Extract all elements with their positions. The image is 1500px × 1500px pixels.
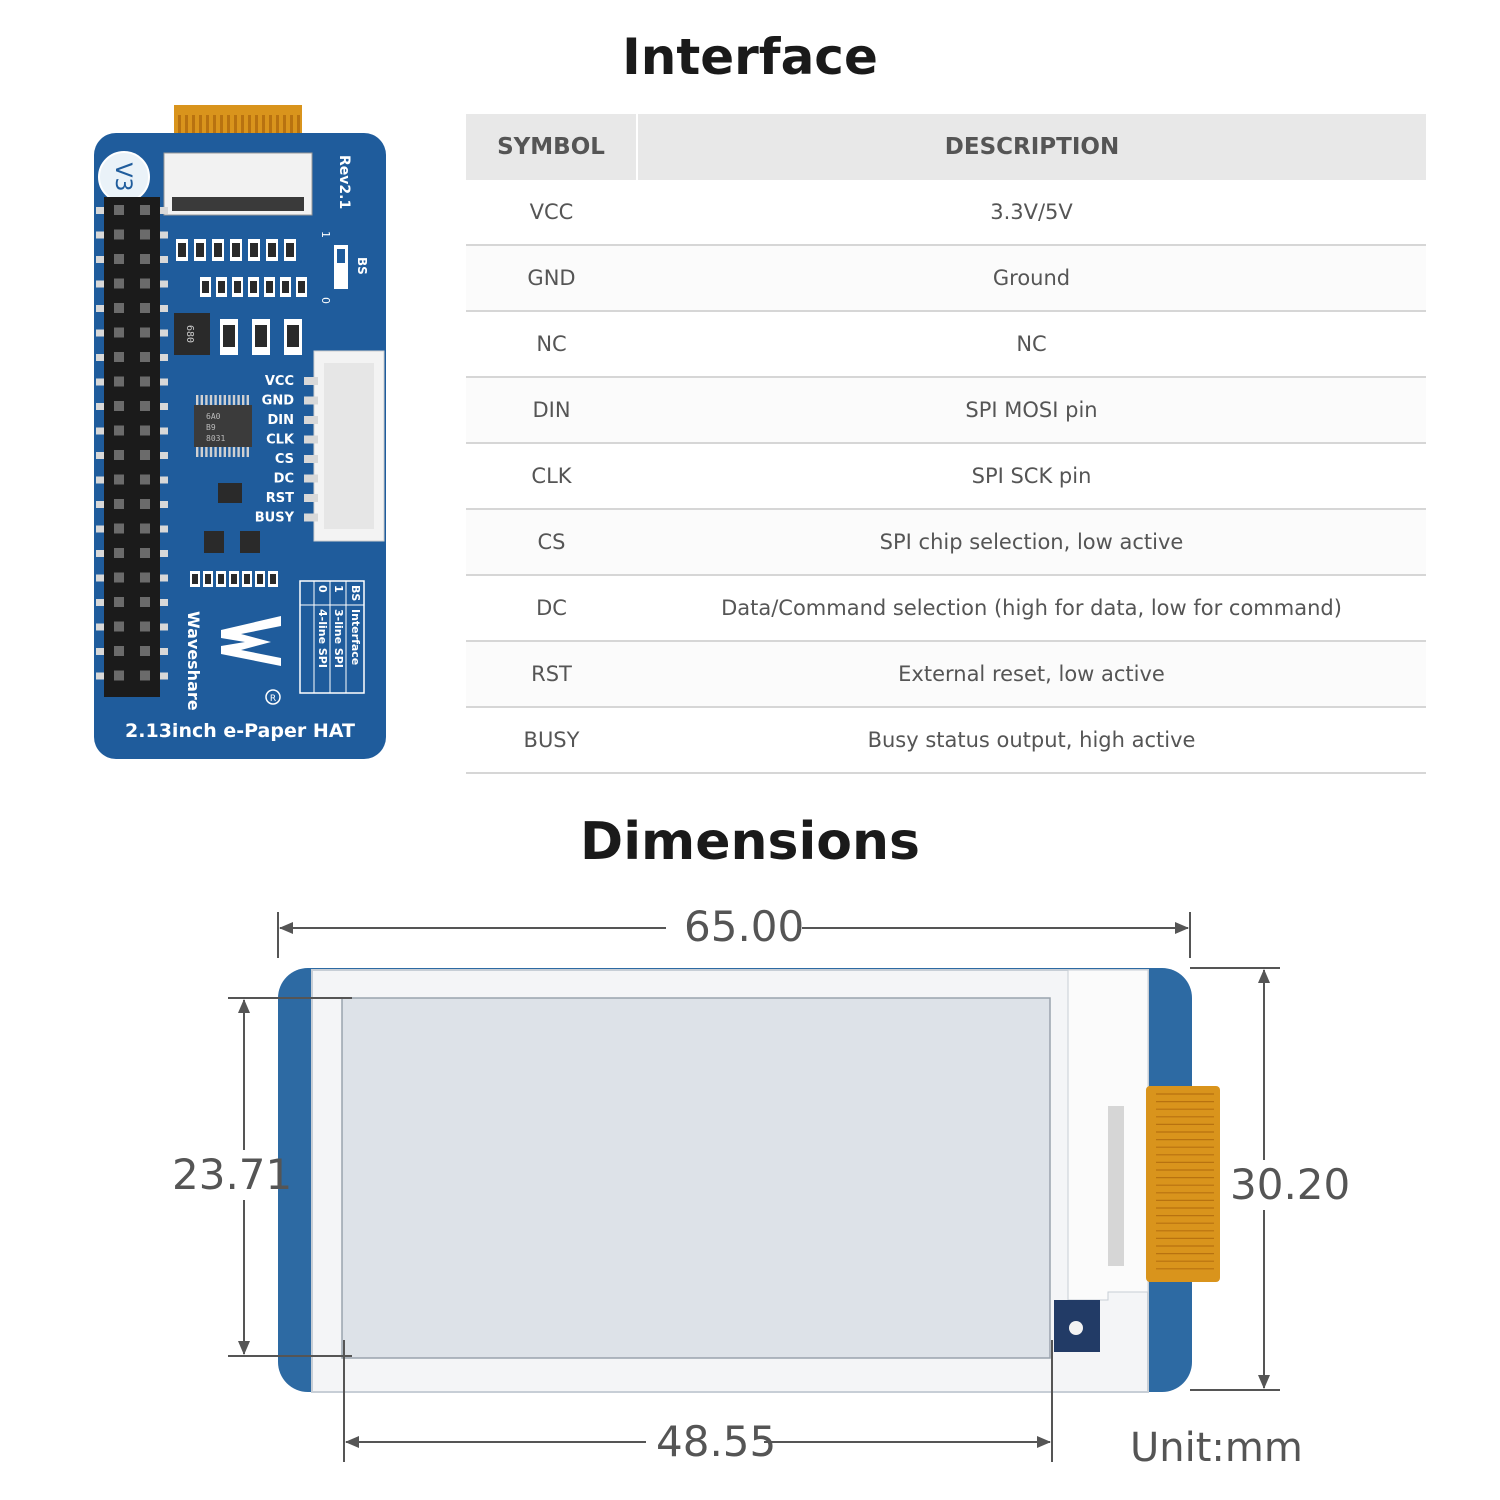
svg-text:B9: B9 bbox=[206, 423, 216, 432]
symbol-cell: BUSY bbox=[466, 707, 637, 774]
epaper-hat-board: V3 Rev2.1 BS 1 0 680 6A0 B9 8031 VCC GND D… bbox=[94, 105, 386, 759]
svg-text:R: R bbox=[270, 694, 276, 704]
driver-ic bbox=[194, 405, 252, 447]
pin-label: DC bbox=[274, 472, 294, 487]
active-area bbox=[341, 997, 1051, 1359]
pin-label: DIN bbox=[267, 413, 294, 428]
svg-text:BS: BS bbox=[355, 257, 369, 275]
symbol-cell: RST bbox=[466, 641, 637, 708]
svg-text:3-line SPI: 3-line SPI bbox=[332, 609, 345, 668]
symbol-cell: CLK bbox=[466, 443, 637, 510]
description-cell: NC bbox=[637, 311, 1426, 378]
gpio-header bbox=[104, 197, 160, 697]
active-height-dimension: 23.71 bbox=[172, 1150, 293, 1199]
height-dimension: 30.20 bbox=[1230, 1160, 1351, 1209]
svg-text:6A0: 6A0 bbox=[206, 412, 221, 421]
symbol-cell: NC bbox=[466, 311, 637, 378]
pin-label: VCC bbox=[265, 374, 294, 389]
fpc-cable bbox=[1146, 1086, 1220, 1282]
symbol-cell: DIN bbox=[466, 377, 637, 444]
dimension-drawing: 65.00 23.71 30.20 48.55 Unit:mm bbox=[0, 880, 1500, 1500]
svg-text:BS: BS bbox=[349, 585, 362, 601]
width-dimension: 65.00 bbox=[684, 902, 805, 951]
description-cell: Ground bbox=[637, 245, 1426, 312]
waveshare-logo bbox=[221, 616, 281, 666]
active-width-dimension: 48.55 bbox=[656, 1417, 777, 1466]
svg-text:Waveshare: Waveshare bbox=[184, 611, 203, 711]
pin-label: RST bbox=[266, 491, 294, 506]
description-header: DESCRIPTION bbox=[637, 114, 1426, 180]
pin-label: CS bbox=[275, 452, 294, 467]
svg-text:1: 1 bbox=[332, 585, 345, 593]
symbol-cell: CS bbox=[466, 509, 637, 576]
svg-text:8031: 8031 bbox=[206, 434, 225, 443]
description-cell: Busy status output, high active bbox=[637, 707, 1426, 774]
symbol-cell: DC bbox=[466, 575, 637, 642]
table-header-row: SYMBOL DESCRIPTION bbox=[466, 114, 1426, 180]
description-cell: SPI SCK pin bbox=[637, 443, 1426, 510]
svg-text:V3: V3 bbox=[110, 162, 135, 191]
description-cell: SPI chip selection, low active bbox=[637, 509, 1426, 576]
svg-text:0: 0 bbox=[319, 297, 332, 304]
pin-label: GND bbox=[262, 394, 295, 409]
unit-label: Unit:mm bbox=[1130, 1425, 1303, 1471]
symbol-header: SYMBOL bbox=[466, 114, 638, 180]
symbol-cell: VCC bbox=[466, 180, 637, 246]
description-cell: Data/Command selection (high for data, l… bbox=[637, 575, 1426, 642]
svg-text:4-line SPI: 4-line SPI bbox=[316, 609, 329, 668]
svg-text:1: 1 bbox=[319, 231, 332, 238]
svg-text:0: 0 bbox=[316, 585, 329, 593]
interface-title: Interface bbox=[622, 28, 878, 86]
board-name: 2.13inch e-Paper HAT bbox=[125, 720, 355, 742]
svg-text:Interface: Interface bbox=[349, 609, 362, 665]
dimensions-title: Dimensions bbox=[580, 812, 920, 872]
pin-label: BUSY bbox=[255, 511, 295, 526]
description-cell: 3.3V/5V bbox=[637, 180, 1426, 246]
symbol-cell: GND bbox=[466, 245, 637, 312]
bs-table bbox=[299, 580, 365, 694]
description-cell: External reset, low active bbox=[637, 641, 1426, 708]
svg-text:Rev2.1: Rev2.1 bbox=[336, 155, 352, 209]
description-cell: SPI MOSI pin bbox=[637, 377, 1426, 444]
pin-label: CLK bbox=[266, 433, 295, 448]
svg-text:680: 680 bbox=[184, 325, 195, 343]
